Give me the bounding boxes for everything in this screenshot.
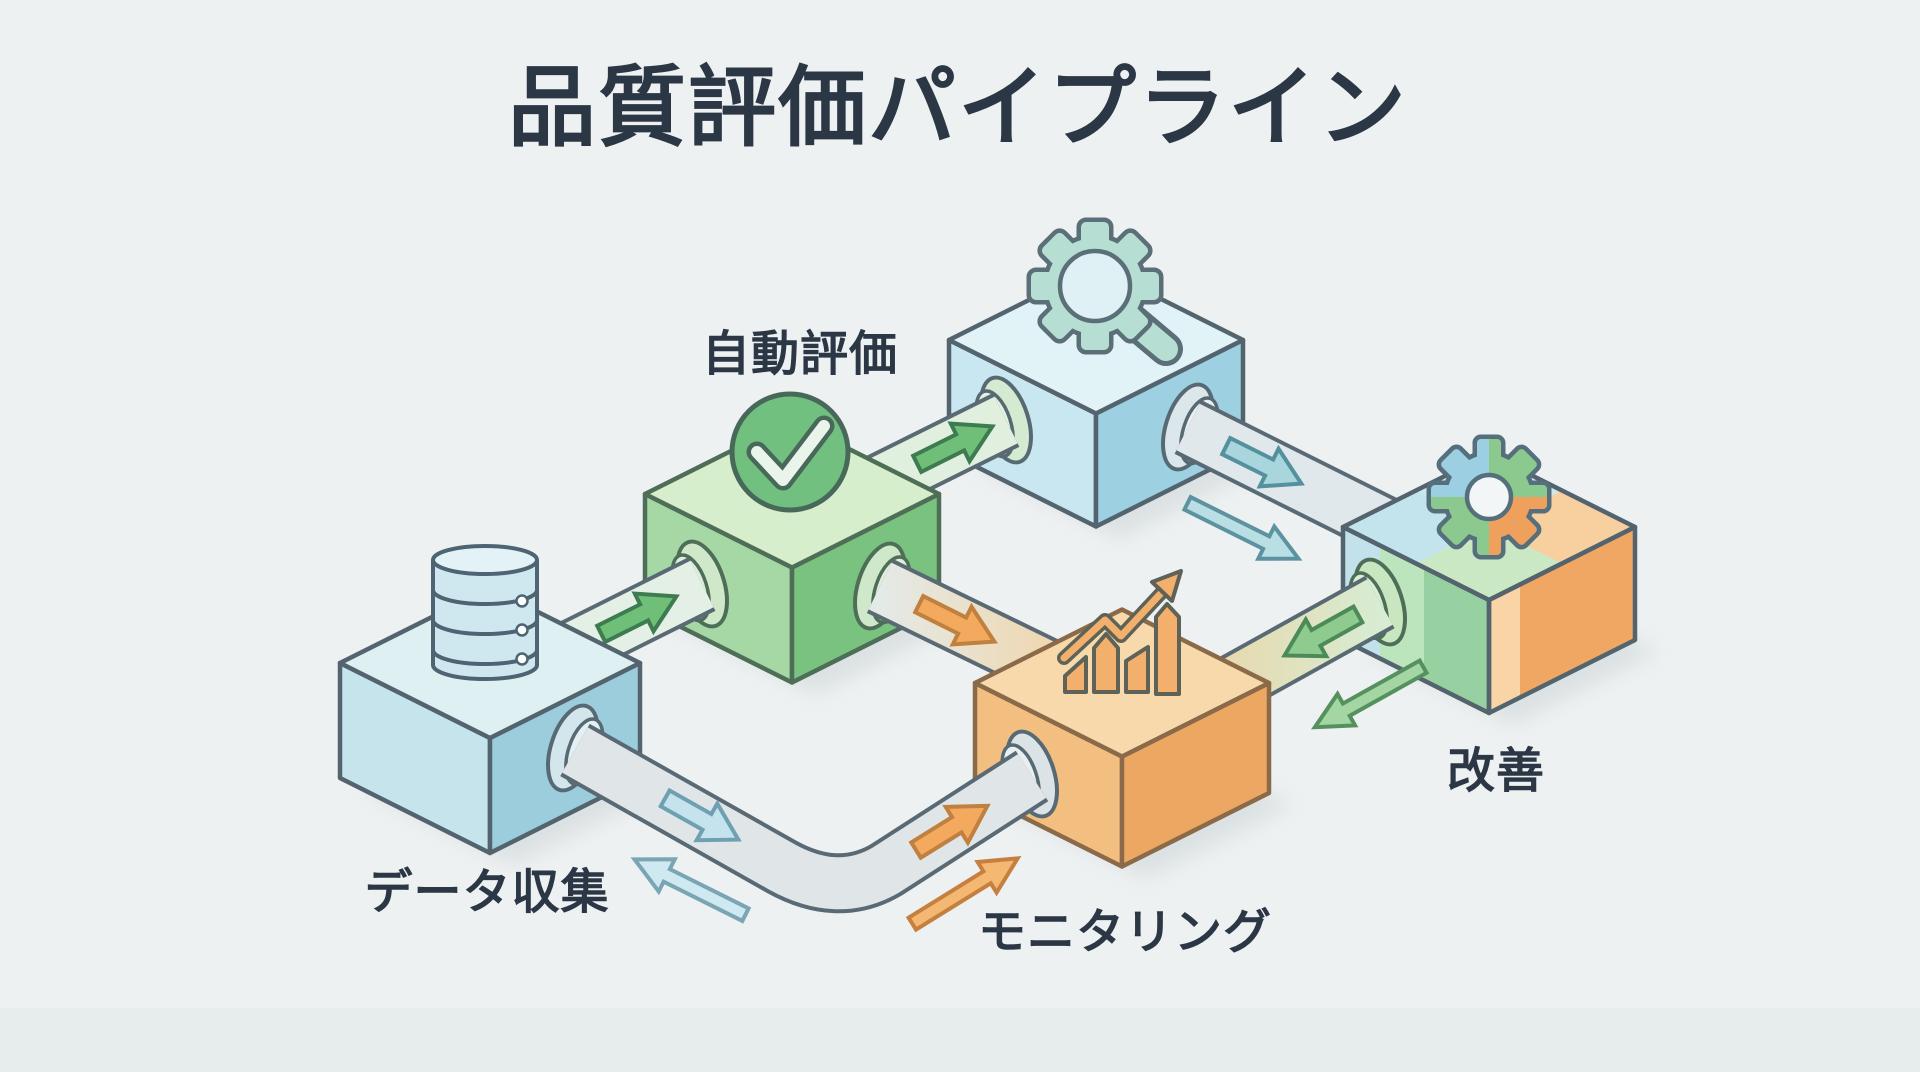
- label-auto-evaluation: 自動評価: [702, 326, 898, 382]
- background-bottom-strip: [0, 1008, 1920, 1072]
- label-monitoring: モニタリング: [978, 904, 1272, 960]
- node-auto-evaluation: [642, 391, 942, 685]
- node-improvement: [1340, 439, 1638, 716]
- pipe-collection-to-monitoring: [560, 723, 1049, 914]
- page-title: 品質評価パイプライン: [508, 56, 1408, 159]
- label-improvement: 改善: [1447, 743, 1545, 799]
- database-icon: [431, 544, 539, 681]
- label-data-collection: データ収集: [364, 864, 609, 920]
- gear-magnifier-icon: [1031, 222, 1183, 366]
- check-circle-icon: [729, 391, 851, 513]
- gear-multicolor-icon: [1431, 439, 1547, 555]
- bar-chart-icon: [1057, 569, 1183, 696]
